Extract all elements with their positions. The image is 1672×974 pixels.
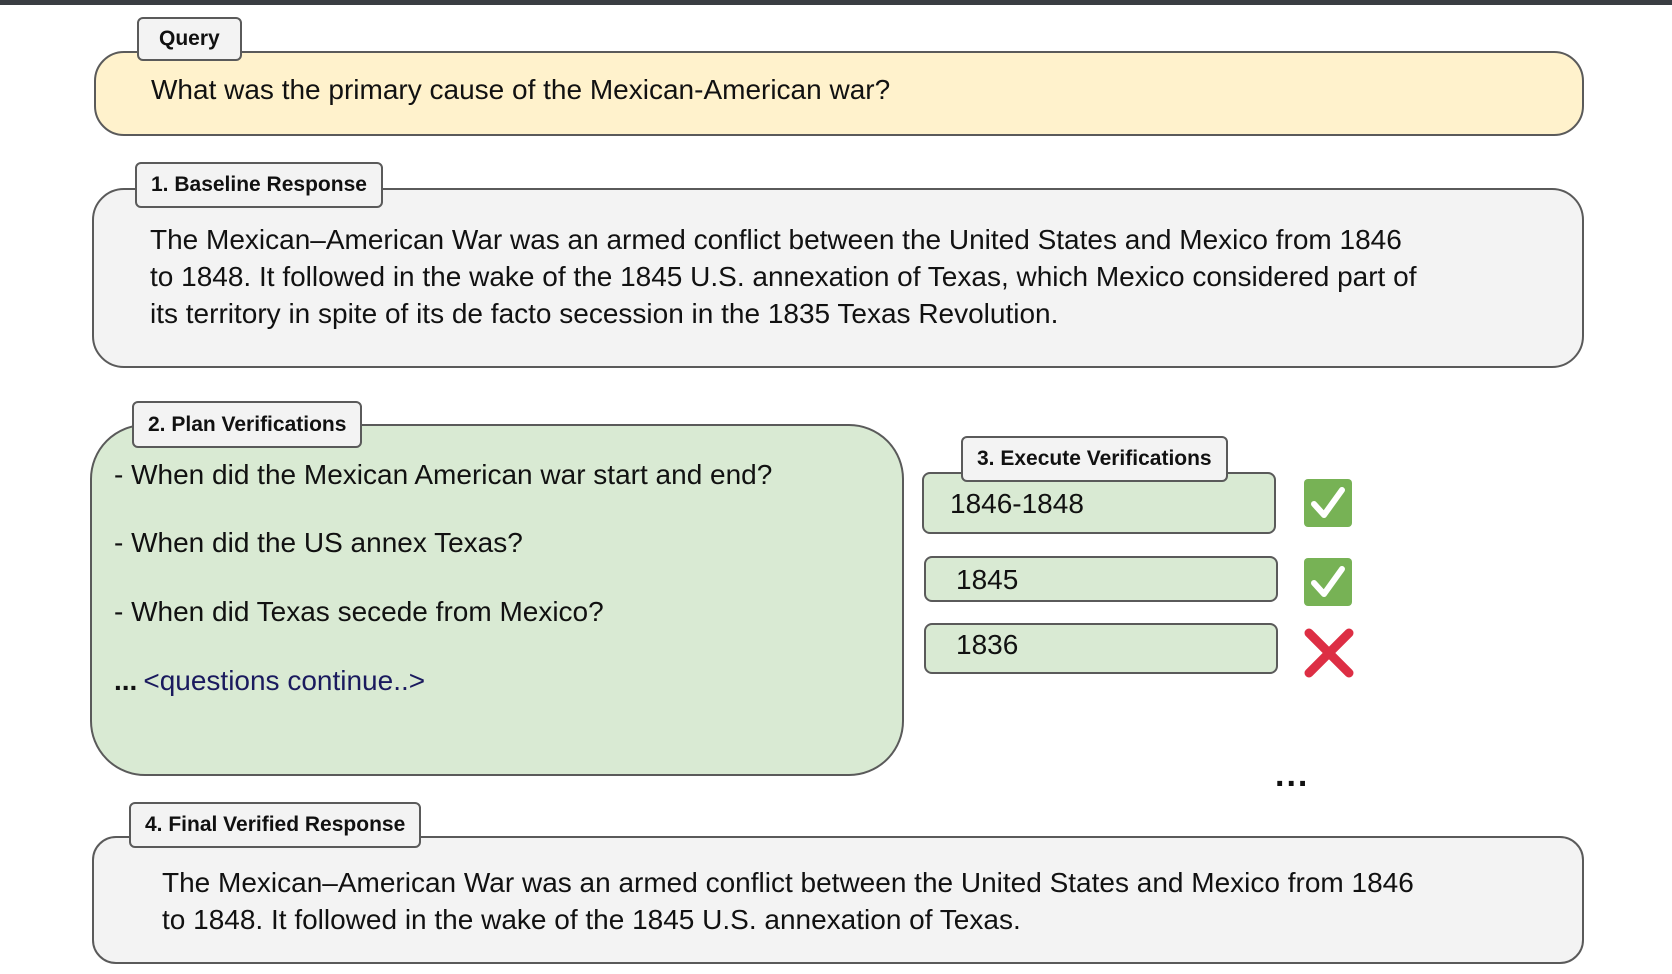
verification-answer-text: 1846-1848 — [950, 488, 1084, 519]
plan-verifications-box: - When did the Mexican American war star… — [90, 424, 904, 776]
plan-question: - When did the US annex Texas? — [114, 527, 523, 558]
final-verified-response-label: 4. Final Verified Response — [129, 802, 422, 848]
baseline-line: The Mexican–American War was an armed co… — [150, 224, 1402, 255]
plan-verifications-label: 2. Plan Verifications — [132, 401, 363, 448]
verification-answer: 1845 — [924, 556, 1278, 602]
baseline-line: its territory in spite of its de facto s… — [150, 298, 1059, 329]
plan-question: - When did the Mexican American war star… — [114, 459, 773, 490]
check-mark-icon — [1304, 479, 1352, 527]
plan-question: - When did Texas secede from Mexico? — [114, 596, 604, 627]
query-label: Query — [137, 17, 242, 61]
execute-verifications-label: 3. Execute Verifications — [961, 436, 1228, 482]
continuation-ellipsis: ... — [1275, 756, 1310, 794]
plan-more-text: <questions continue..> — [143, 665, 426, 696]
baseline-response-box: The Mexican–American War was an armed co… — [92, 188, 1584, 368]
top-bar — [0, 0, 1672, 5]
final-line: to 1848. It followed in the wake of the … — [162, 904, 1021, 935]
verification-answer: 1846-1848 — [922, 472, 1276, 534]
cross-mark-icon — [1301, 625, 1357, 681]
verification-answer: 1836 — [924, 623, 1278, 674]
verification-answer-text: 1845 — [956, 564, 1019, 595]
final-verified-response-box: The Mexican–American War was an armed co… — [92, 836, 1584, 964]
baseline-response-label: 1. Baseline Response — [135, 162, 383, 208]
verification-answer-text: 1836 — [956, 629, 1019, 660]
query-box: What was the primary cause of the Mexica… — [94, 51, 1584, 136]
baseline-line: to 1848. It followed in the wake of the … — [150, 261, 1417, 292]
query-text: What was the primary cause of the Mexica… — [151, 74, 891, 105]
plan-more-dots: ... — [114, 665, 138, 696]
check-mark-icon — [1304, 558, 1352, 606]
plan-more: ...<questions continue..> — [114, 663, 425, 699]
final-line: The Mexican–American War was an armed co… — [162, 867, 1414, 898]
